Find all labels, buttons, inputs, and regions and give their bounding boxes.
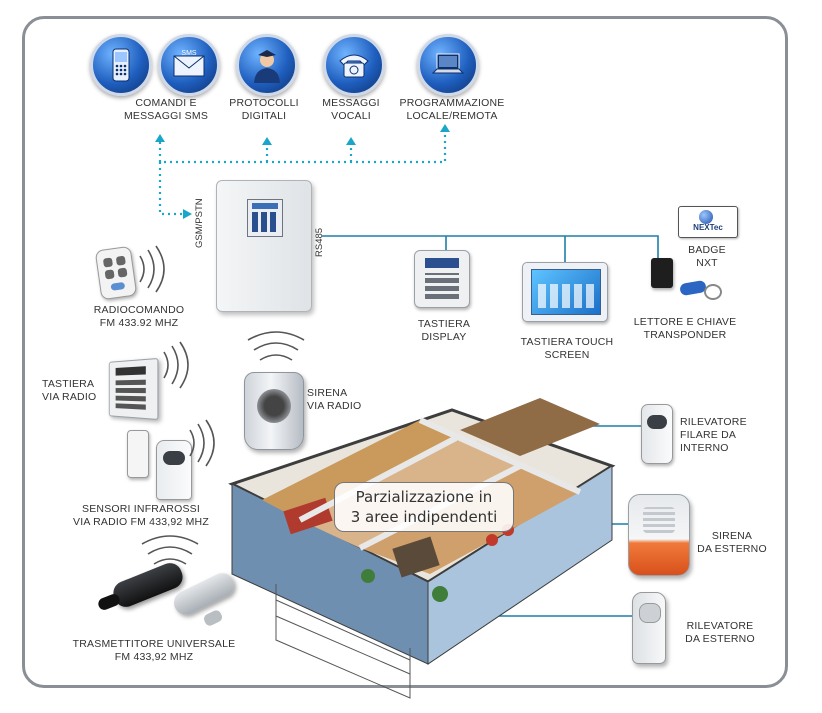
label-sirena-esterno: SIRENA DA ESTERNO [697,530,767,555]
badge-logo-text: NEXTec [693,223,723,232]
label-rilevatore-interno: RILEVATORE FILARE DA INTERNO [680,416,747,454]
outdoor-siren-device [628,494,690,576]
arrow-up-protocolli [262,137,272,145]
control-panel-unit [216,180,312,312]
phone-circle-icon [90,34,152,96]
sms-badge: SMS [181,50,197,57]
arrow-to-panel [183,209,192,219]
label-protocolli: PROTOCOLLI DIGITALI [229,97,299,122]
rs485-bus [322,235,659,258]
radio-waves-icon [141,535,199,565]
telephone-circle-icon [323,34,385,96]
sms-envelope-circle-icon: SMS [158,34,220,96]
label-trasmettitore: TRASMETTITORE UNIVERSALE FM 433,92 MHz [72,638,236,663]
operator-circle-icon [236,34,298,96]
label-sensori: SENSORI INFRAROSSI VIA RADIO FM 433,92 M… [73,503,209,528]
label-tastiera-touch: TASTIERA TOUCH SCREEN [520,336,614,361]
laptop-circle-icon [417,34,479,96]
touch-keypad-device [522,262,608,322]
badge-card: NEXTec [678,206,738,238]
arrow-up-sms [155,134,165,142]
dotted-line-main [158,132,447,164]
radio-waves-icon [189,419,215,467]
label-sirena-radio: SIRENA VIA RADIO [307,387,362,412]
arrow-up-programmazione [440,124,450,132]
transponder-reader-device [651,258,673,288]
magnetic-contact-sensor [127,430,149,478]
keypad-display-device [414,250,470,308]
control-panel-keypad [247,199,283,237]
label-vocali: MESSAGGI VOCALI [322,97,380,122]
label-badge: BADGE NXT [688,244,726,269]
label-radiocomando: RADIOCOMANDO FM 433.92 MHz [93,304,185,329]
dotted-line-to-panel [158,162,183,216]
label-programmazione: PROGRAMMAZIONE LOCALE/REMOTA [399,97,505,122]
label-comandi-sms: COMANDI E MESSAGGI SMS [123,97,209,122]
radio-waves-icon [139,245,165,293]
arrow-up-vocali [346,137,356,145]
label-tastiera-radio: TASTIERA VIA RADIO [42,378,97,403]
outdoor-detector-device [632,592,666,664]
label-lettore: LETTORE E CHIAVE TRANSPONDER [633,316,737,341]
label-tastiera-display: TASTIERA DISPLAY [417,318,471,343]
radio-waves-icon [163,341,189,389]
callout-text: Parzializzazione in 3 aree indipendenti [350,488,498,526]
partition-callout: Parzializzazione in 3 aree indipendenti [334,482,514,532]
pir-sensor-device [156,440,192,500]
radio-waves-icon [247,331,305,361]
radio-siren-device [244,372,304,450]
label-rilevatore-esterno: RILEVATORE DA ESTERNO [685,620,755,645]
nextec-logo-icon [699,210,713,224]
wired-indoor-detector [641,404,673,464]
key-ring-icon [704,284,722,300]
